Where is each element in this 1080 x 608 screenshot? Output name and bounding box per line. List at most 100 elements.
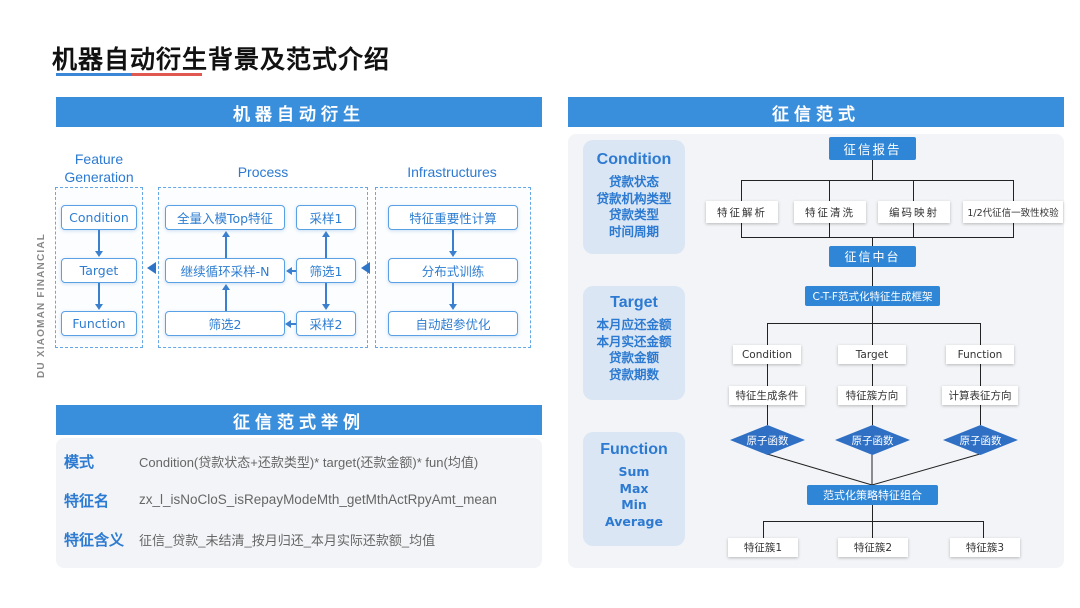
connector-line (980, 364, 981, 386)
connector-line (741, 237, 1014, 238)
arrow-head (322, 231, 330, 237)
arrow-head (222, 231, 230, 237)
arrow-line (452, 230, 454, 252)
atom-function-diamond: 原子函数 (943, 425, 1018, 455)
branch-target-desc: 特征簇方向 (838, 386, 906, 405)
fg-condition-node: Condition (61, 205, 137, 230)
connector-line (872, 505, 873, 521)
connector-line (741, 223, 742, 237)
function-card: Function Sum Max Min Average (583, 432, 685, 546)
connector-line (767, 323, 768, 345)
example-value-name: zx_l_isNoCloS_isRepayModeMth_getMthActRp… (139, 492, 497, 507)
cluster-node: 特征簇1 (728, 538, 798, 557)
parse-step-node: 特征清洗 (794, 201, 866, 223)
connector-line (983, 521, 984, 538)
branch-function-desc: 计算表征方向 (942, 386, 1018, 405)
infra-autotune-node: 自动超参优化 (388, 311, 518, 336)
connector-line (872, 405, 873, 425)
example-label-meaning: 特征含义 (64, 531, 125, 549)
connector-line (829, 180, 830, 201)
condition-card-item: 时间周期 (608, 223, 659, 239)
target-card-item: 本月实还金额 (596, 333, 672, 349)
connector-line (767, 405, 768, 425)
connector-line (767, 364, 768, 386)
side-brand-text: DU XIAOMAN FINANCIAL (36, 232, 47, 378)
title-underline (56, 73, 132, 76)
arrow-left-icon (361, 262, 370, 274)
arrow-head (449, 251, 457, 257)
connector-line (913, 180, 914, 201)
arrow-head (222, 284, 230, 290)
arrow-head (286, 267, 292, 275)
branch-condition-node: Condition (733, 345, 801, 364)
arrow-line (225, 237, 227, 258)
function-card-item: Max (619, 480, 649, 496)
atom-function-diamond: 原子函数 (730, 425, 805, 455)
atom-function-label: 原子函数 (746, 434, 789, 447)
combine-node: 范式化策略特征组合 (807, 485, 938, 505)
condition-card-item: 贷款机构类型 (596, 190, 672, 206)
infrastructures-header: Infrastructures (407, 164, 497, 180)
framework-node: C-T-F范式化特征生成框架 (805, 286, 940, 306)
fg-function-node: Function (61, 311, 137, 336)
function-card-item: Average (605, 513, 663, 529)
arrow-head (285, 320, 291, 328)
target-card-item: 贷款金额 (608, 350, 659, 365)
arrow-line (452, 283, 454, 305)
converge-lines (766, 453, 981, 486)
connector-line (829, 223, 830, 237)
connector-line (872, 160, 873, 180)
connector-line (767, 323, 981, 324)
process-sample1-node: 采样1 (296, 205, 356, 230)
right-banner: 征信范式 (568, 97, 1064, 127)
arrow-head (95, 304, 103, 310)
infra-distributed-node: 分布式训练 (388, 258, 518, 283)
target-card-head: Target (610, 294, 658, 311)
title-underline-accent (132, 73, 202, 76)
arrow-line (98, 230, 100, 252)
process-filter1-node: 筛选1 (296, 258, 356, 283)
connector-line (980, 323, 981, 345)
report-node: 征信报告 (829, 137, 916, 160)
atom-function-label: 原子函数 (959, 434, 1002, 447)
connector-line (872, 237, 873, 246)
connector-line (872, 267, 873, 286)
arrow-line (225, 289, 227, 311)
parse-step-node: 编码映射 (878, 201, 950, 223)
example-banner: 征信范式举例 (56, 405, 542, 435)
condition-card-item: 贷款状态 (608, 174, 659, 189)
arrow-line (291, 323, 296, 325)
connector-line (741, 180, 1014, 181)
branch-function-node: Function (946, 345, 1014, 364)
connector-line (1013, 180, 1014, 201)
atom-function-label: 原子函数 (851, 434, 894, 447)
connector-line (763, 521, 984, 522)
process-header: Process (237, 164, 289, 180)
connector-line (872, 306, 873, 323)
connector-line (872, 364, 873, 386)
cluster-node: 特征簇2 (838, 538, 908, 557)
fg-target-node: Target (61, 258, 137, 283)
condition-card-item: 贷款类型 (608, 207, 659, 222)
function-card-item: Sum (618, 464, 650, 479)
connector-line (980, 405, 981, 425)
connector-line (1013, 223, 1014, 237)
function-card-item: Min (621, 497, 647, 512)
connector-line (741, 180, 742, 201)
example-value-meaning: 征信_贷款_未结清_按月归还_本月实际还款额_均值 (139, 533, 436, 548)
target-card-item: 本月应还金额 (596, 317, 672, 332)
process-filter2-node: 筛选2 (165, 311, 285, 336)
process-full-model-node: 全量入模Top特征 (165, 205, 285, 230)
middle-node: 征信中台 (829, 246, 916, 267)
page-title: 机器自动衍生背景及范式介绍 (52, 45, 391, 74)
feature-generation-header: Feature Generation (64, 151, 134, 185)
example-panel (56, 438, 542, 568)
arrow-head (322, 304, 330, 310)
infra-importance-node: 特征重要性计算 (388, 205, 518, 230)
target-card: Target 本月应还金额 本月实还金额 贷款金额 贷款期数 (583, 286, 685, 400)
connector-line (872, 323, 873, 345)
condition-card: Condition 贷款状态 贷款机构类型 贷款类型 时间周期 (583, 140, 685, 254)
atom-function-diamond: 原子函数 (835, 425, 910, 455)
function-card-head: Function (600, 441, 668, 458)
parse-step-node: 特征解析 (706, 201, 778, 223)
